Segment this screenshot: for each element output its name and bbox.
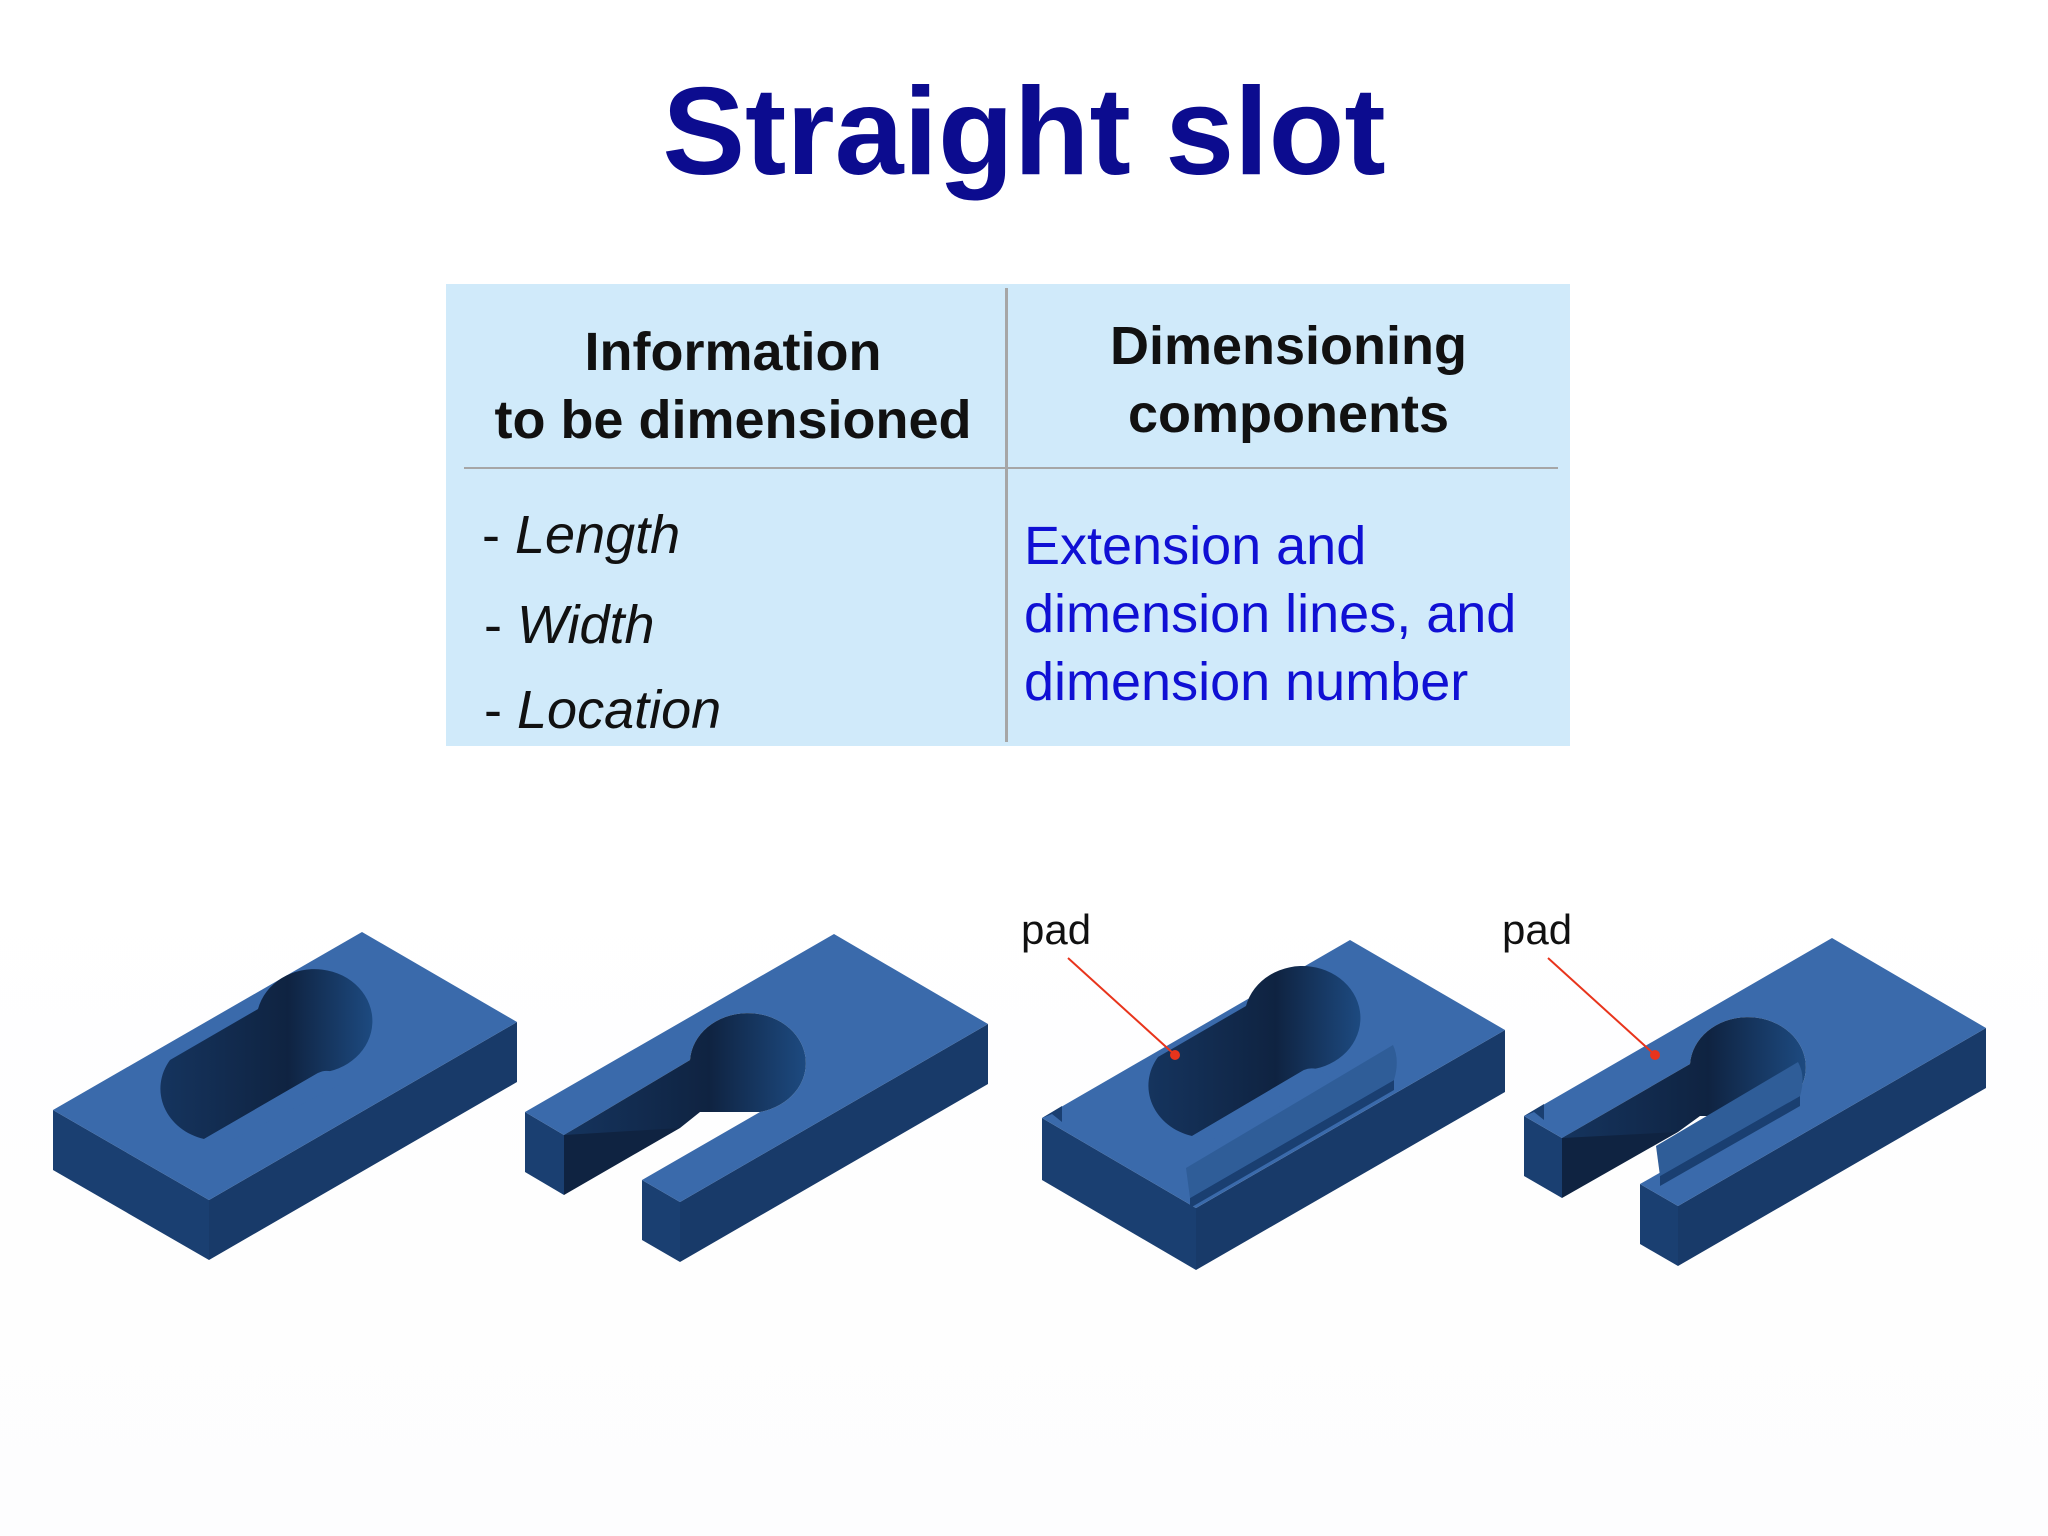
open-slot-opening bbox=[564, 1013, 806, 1135]
pad-leader-line-2 bbox=[1547, 957, 1656, 1056]
item-length-text: Length bbox=[515, 505, 681, 565]
table-header-divider bbox=[464, 467, 1558, 469]
item-width-text: Width bbox=[517, 595, 655, 655]
header-information-line1: Information bbox=[584, 322, 882, 382]
item-length: - Length bbox=[482, 505, 681, 565]
header-information-line2: to be dimensioned bbox=[494, 390, 972, 450]
block-closed-slot bbox=[53, 932, 517, 1260]
pad-closed-slot-opening bbox=[1148, 966, 1361, 1136]
components-line2: dimension lines, and bbox=[1024, 584, 1517, 644]
block-open-slot-pad bbox=[1524, 938, 1986, 1266]
dimensioning-components-text: Extension and dimension lines, and dimen… bbox=[1024, 512, 1564, 716]
item-location: - Location bbox=[484, 680, 722, 740]
item-location-text: Location bbox=[517, 680, 722, 740]
info-table: Information to be dimensioned Dimensioni… bbox=[446, 284, 1570, 746]
header-information: Information to be dimensioned bbox=[466, 318, 1000, 454]
pad-leader-dot-2 bbox=[1650, 1050, 1660, 1060]
header-dimensioning-line2: components bbox=[1127, 384, 1450, 444]
pad-label-1: pad bbox=[1021, 906, 1092, 953]
closed-slot-opening bbox=[160, 969, 373, 1139]
table-column-divider bbox=[1005, 288, 1008, 742]
slide-title: Straight slot bbox=[662, 63, 1386, 201]
block-open-slot bbox=[525, 934, 988, 1262]
pad-label-2: pad bbox=[1502, 906, 1573, 953]
components-line3: dimension number bbox=[1024, 652, 1469, 712]
block-closed-slot-pad bbox=[1042, 940, 1505, 1270]
pad-leader-line-1 bbox=[1067, 957, 1176, 1056]
item-width: - Width bbox=[484, 595, 655, 655]
header-dimensioning-line1: Dimensioning bbox=[1109, 316, 1467, 376]
pad-leader-dot-1 bbox=[1170, 1050, 1180, 1060]
components-line1: Extension and bbox=[1024, 516, 1367, 576]
header-dimensioning: Dimensioning components bbox=[1011, 312, 1566, 448]
